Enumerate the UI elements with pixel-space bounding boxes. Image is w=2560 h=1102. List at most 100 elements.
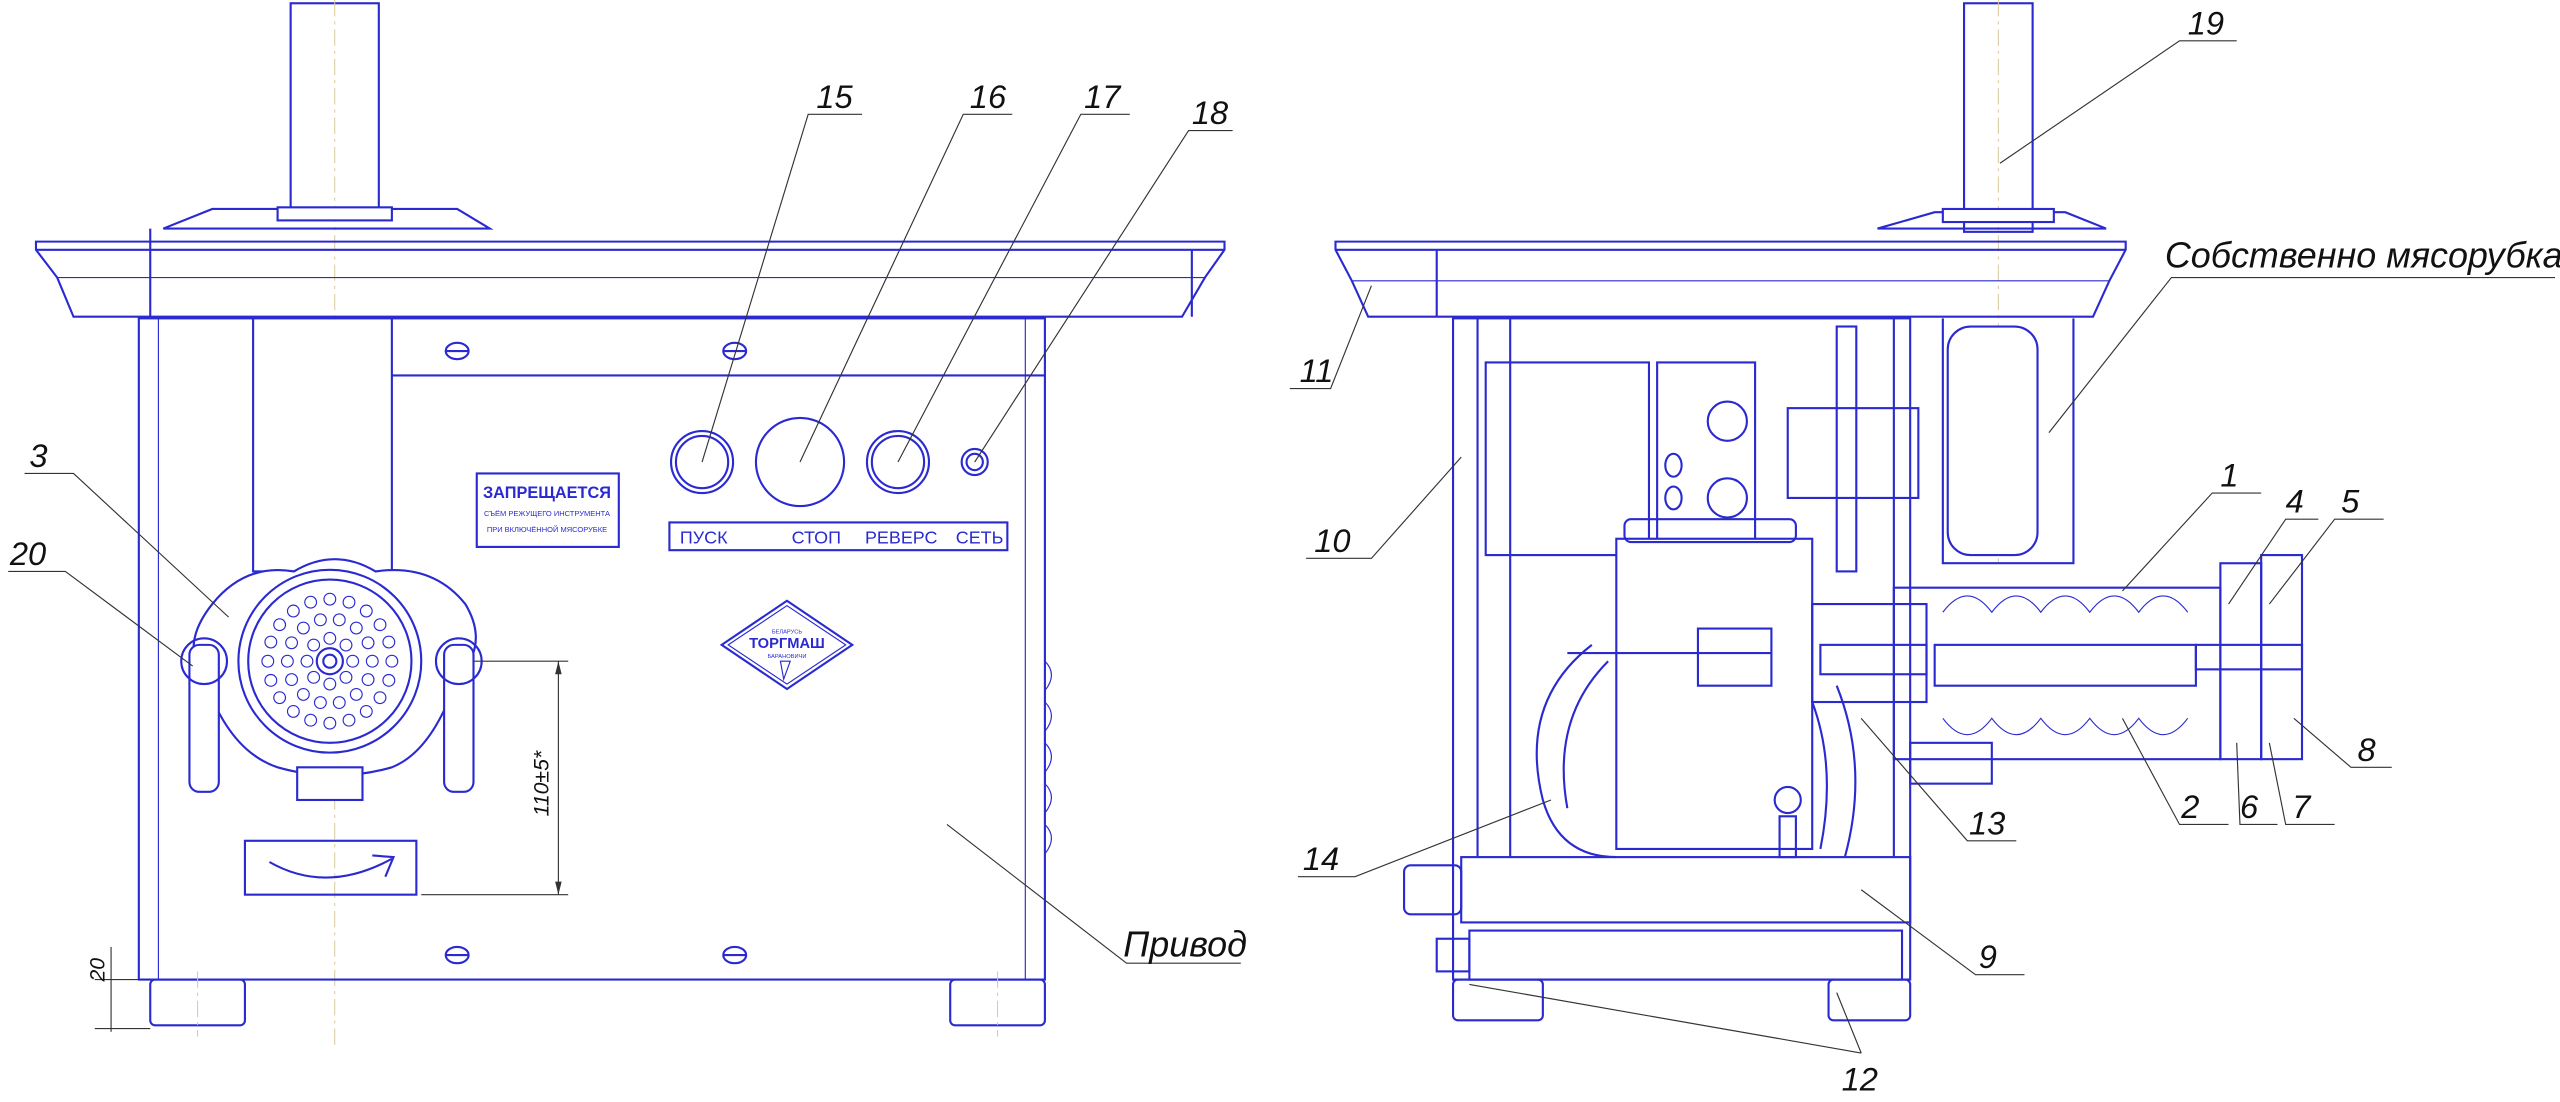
- l15-label: 15: [816, 78, 853, 115]
- plate-hole: [300, 654, 314, 668]
- l4-label: 4: [2286, 483, 2304, 520]
- plate-hole: [365, 654, 379, 668]
- power-indicator: [960, 447, 989, 477]
- start-button[interactable]: [669, 429, 735, 495]
- plate-hole: [273, 618, 287, 632]
- l16-label: 16: [970, 78, 1007, 115]
- l1-label: 1: [2220, 457, 2238, 494]
- grinder-neck: [252, 317, 393, 573]
- plate-hole: [296, 687, 310, 701]
- plate-hole: [323, 631, 337, 645]
- plate-hole: [296, 621, 310, 635]
- motor: [1615, 537, 1814, 851]
- plate-hole: [323, 716, 337, 730]
- side-view: 19 Собственно мясорубка 11 10 1 4 5 8 7 …: [1289, 0, 2560, 1098]
- plate-hole: [264, 635, 278, 649]
- grinder-plate-holes: [261, 592, 399, 730]
- side-leaders: 19 Собственно мясорубка 11 10 1 4 5 8 7 …: [1289, 4, 2560, 1098]
- drive-body: [137, 317, 1046, 981]
- l14-label: 14: [1303, 840, 1339, 877]
- plate-hole: [264, 673, 278, 687]
- plate-hole: [339, 638, 353, 652]
- control-labels-strip: ПУСК СТОП РЕВЕРС СЕТЬ: [668, 521, 1009, 552]
- plate-hole: [285, 673, 299, 687]
- plate-hole: [313, 613, 327, 627]
- plate-hole: [342, 713, 356, 727]
- plate-hole: [373, 618, 387, 632]
- dimension-20: 20: [87, 946, 151, 1032]
- fan: [1535, 644, 1617, 859]
- torgmash-logo: БЕЛАРУСЬ ТОРГМАШ БАРАНОВИЧИ: [719, 599, 855, 691]
- plate-hole: [307, 670, 321, 684]
- plate-hole: [280, 654, 294, 668]
- 2-label: РЕВЕРС: [865, 528, 938, 548]
- plate-hole: [361, 636, 375, 650]
- height-dim-label: 110±5*: [531, 750, 554, 816]
- tray: [34, 240, 1226, 318]
- 3-label: СЕТЬ: [956, 528, 1004, 548]
- l8-label: 8: [2358, 731, 2376, 768]
- plate-hole: [313, 696, 327, 710]
- l6-label: 6: [2240, 788, 2259, 825]
- l2-label: 2: [2180, 788, 2199, 825]
- plate-hole: [286, 604, 300, 618]
- bottom-label: БАРАНОВИЧИ: [767, 654, 806, 660]
- rotation-arrow-icon: [268, 854, 396, 879]
- plate-hole: [286, 704, 300, 718]
- plate-hole: [332, 613, 346, 627]
- 1-label: СТОП: [792, 528, 841, 548]
- l11-label: 11: [1300, 352, 1334, 389]
- plate-hole: [349, 621, 363, 635]
- foot: [1827, 978, 1912, 1022]
- plate-hole: [339, 670, 353, 684]
- direction-arrow-plate: [243, 839, 418, 896]
- l20-label: 20: [9, 535, 46, 572]
- l5-label: 5: [2341, 483, 2360, 520]
- reverse-button[interactable]: [865, 429, 931, 495]
- warning-sign: ЗАПРЕЩАЕТСЯ СЪЁМ РЕЖУЩЕГО ИНСТРУМЕНТА ПР…: [475, 472, 620, 548]
- title-label: ЗАПРЕЩАЕТСЯ: [483, 484, 611, 502]
- plate-hole: [385, 654, 399, 668]
- name-label: ТОРГМАШ: [749, 636, 825, 652]
- dimension-110: 110±5*: [421, 660, 569, 896]
- front-view: ЗАПРЕЩАЕТСЯ СЪЁМ РЕЖУЩЕГО ИНСТРУМЕНТА ПР…: [8, 0, 1247, 1045]
- grinder-assembly: [1892, 318, 2304, 785]
- plate-hole: [361, 673, 375, 687]
- plate-hole: [307, 638, 321, 652]
- plate-hole: [382, 673, 396, 687]
- grinder-label: Собственно мясорубка: [2165, 235, 2560, 276]
- clamp-handles: [180, 637, 483, 793]
- plate-hole: [373, 691, 387, 705]
- 0-label: ПУСК: [680, 528, 728, 548]
- plate-hole: [332, 696, 346, 710]
- plate-hole: [261, 654, 275, 668]
- base: [1460, 856, 1912, 924]
- line2-label: ПРИ ВКЛЮЧЁННОЙ МЯСОРУБКЕ: [487, 525, 607, 534]
- stop-button[interactable]: [754, 416, 846, 508]
- pusher-cap: [162, 207, 494, 230]
- plate-hole: [304, 713, 318, 727]
- foot-dim-label: 20: [87, 958, 110, 983]
- plate-hole: [323, 592, 337, 606]
- screws: [444, 341, 748, 965]
- electrical-panel: [1484, 361, 1651, 557]
- plate-hole: [304, 595, 318, 609]
- plate-hole: [349, 687, 363, 701]
- l10-label: 10: [1314, 522, 1350, 559]
- plate-hole: [359, 604, 373, 618]
- l9-label: 9: [1979, 938, 1997, 975]
- top-label: БЕЛАРУСЬ: [772, 629, 803, 635]
- drive-label: Привод: [1123, 924, 1247, 965]
- tray: [1334, 240, 2127, 318]
- foot: [1451, 978, 1544, 1022]
- l3-label: 3: [29, 437, 47, 474]
- l13-label: 13: [1969, 804, 2005, 841]
- l12-label: 12: [1842, 1061, 1878, 1098]
- plate-hole: [359, 704, 373, 718]
- plate-hole: [323, 677, 337, 691]
- l18-label: 18: [1192, 94, 1228, 131]
- plate-hole: [346, 654, 360, 668]
- plate-hole: [382, 635, 396, 649]
- front-leaders: 15 16 17 18 3 20 Привод: [8, 78, 1247, 965]
